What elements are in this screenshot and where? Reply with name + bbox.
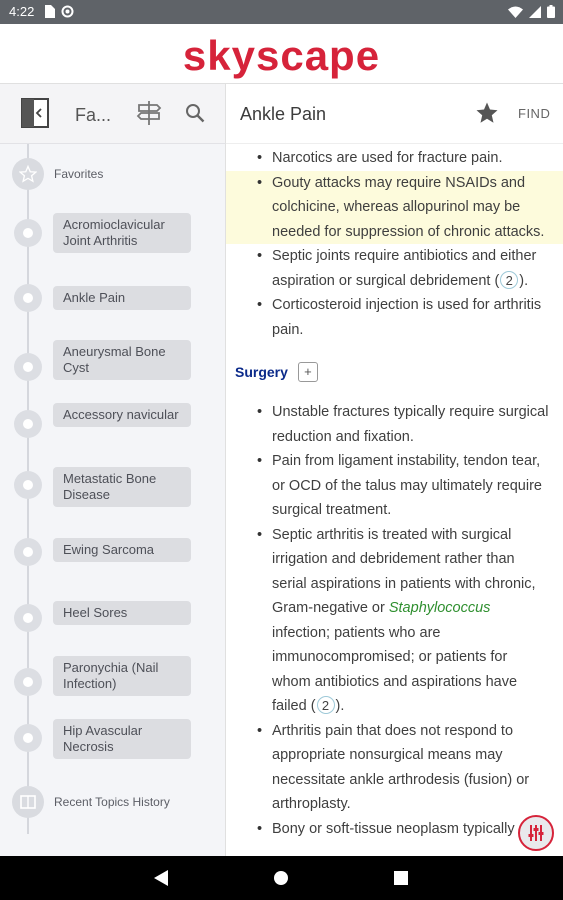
favorite-item-ewing-sarcoma[interactable]: Ewing Sarcoma <box>53 538 191 562</box>
favorite-item-aneurysmal-bone-cyst[interactable]: Aneurysmal Bone Cyst <box>53 340 191 380</box>
favorites-star-icon <box>19 165 37 183</box>
history-node <box>12 786 44 818</box>
highlighted-list-item: Gouty attacks may require NSAIDs and col… <box>226 170 563 244</box>
sliders-icon <box>528 825 544 841</box>
list-item: Septic joints require antibiotics and ei… <box>226 244 563 293</box>
brand-logo: skyscape <box>182 32 381 79</box>
favorite-item-heel-sores[interactable]: Heel Sores <box>53 601 191 625</box>
list-item: Septic arthritis is treated with surgica… <box>226 523 563 719</box>
organism-link[interactable]: Staphylococcus <box>388 600 491 616</box>
status-bar: 4:22 <box>0 0 563 24</box>
timeline-node <box>14 284 42 312</box>
wifi-icon <box>508 6 523 18</box>
home-icon[interactable] <box>273 870 289 886</box>
timeline-node <box>14 219 42 247</box>
panel-toggle-icon[interactable] <box>21 98 49 128</box>
surgery-list: Unstable fractures typically require sur… <box>226 400 563 841</box>
find-button[interactable]: FIND <box>518 106 551 121</box>
status-time: 4:22 <box>9 4 35 19</box>
timeline-node <box>14 604 42 632</box>
favorites-label: Favorites <box>54 167 104 181</box>
file-icon <box>45 5 55 18</box>
favorite-item-paronychia[interactable]: Paronychia (Nail Infection) <box>53 656 191 696</box>
favorite-item-hip-avascular-necrosis[interactable]: Hip Avascular Necrosis <box>53 719 191 759</box>
reference-link[interactable]: 2 <box>500 270 519 289</box>
timeline-node <box>14 538 42 566</box>
section-heading-surgery: Surgery + <box>226 362 563 382</box>
list-item: Bony or soft-tissue neoplasm typically <box>226 817 563 842</box>
sidebar-toolbar: Fa... <box>0 84 226 144</box>
timeline-node <box>14 668 42 696</box>
settings-fab[interactable] <box>518 815 554 851</box>
timeline-node <box>14 353 42 381</box>
list-item: Arthritis pain that does not respond to … <box>226 719 563 817</box>
favorite-item-metastatic-bone-disease[interactable]: Metastatic Bone Disease <box>53 467 191 507</box>
status-notification-icons <box>44 5 74 18</box>
expand-button[interactable]: + <box>297 362 318 382</box>
favorite-item-accessory-navicular[interactable]: Accessory navicular <box>53 403 191 427</box>
battery-icon <box>547 5 555 18</box>
reference-link[interactable]: 2 <box>316 696 335 714</box>
favorite-item-ankle-pain[interactable]: Ankle Pain <box>53 286 191 310</box>
list-item: Corticosteroid injection is used for art… <box>226 293 563 342</box>
timeline-node <box>14 410 42 438</box>
favorites-node <box>12 158 44 190</box>
sync-icon <box>61 5 74 18</box>
timeline-node <box>14 471 42 499</box>
history-label: Recent Topics History <box>54 795 170 809</box>
app-header: skyscape <box>0 24 563 84</box>
search-icon[interactable] <box>185 103 205 123</box>
favorites-sidebar: Favorites Acromioclavicular Joint Arthri… <box>0 144 226 856</box>
status-system-icons <box>508 5 555 18</box>
list-item: Pain from ligament instability, tendon t… <box>226 449 563 523</box>
page-title: Ankle Pain <box>240 104 327 124</box>
signpost-icon[interactable] <box>136 100 162 126</box>
sidebar-title: Fa... <box>75 105 112 125</box>
back-icon[interactable] <box>154 870 168 886</box>
recents-icon[interactable] <box>394 871 408 885</box>
star-icon[interactable] <box>475 101 499 125</box>
content-toolbar: Ankle Pain FIND <box>226 84 563 144</box>
signal-icon <box>529 5 541 18</box>
article-content: Narcotics are used for fracture pain. Go… <box>226 144 563 856</box>
navigation-bar <box>0 856 563 900</box>
surgery-heading: Surgery <box>235 364 288 380</box>
timeline-node <box>14 724 42 752</box>
favorite-item-acromioclavicular[interactable]: Acromioclavicular Joint Arthritis <box>53 213 191 253</box>
treatment-list: Narcotics are used for fracture pain. Go… <box>226 146 563 342</box>
list-item: Unstable fractures typically require sur… <box>226 400 563 449</box>
list-item: Narcotics are used for fracture pain. <box>226 146 563 171</box>
history-icon <box>20 795 36 809</box>
